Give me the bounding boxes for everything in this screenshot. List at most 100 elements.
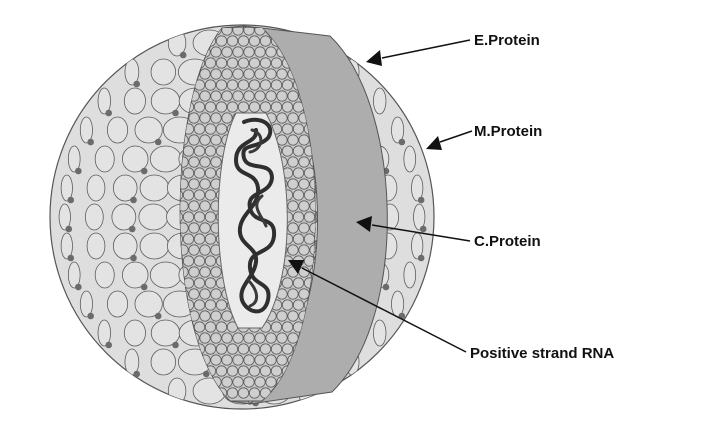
m-protein-knob [75, 168, 82, 175]
m-protein-knob [133, 81, 140, 88]
capsid-bead [200, 289, 210, 299]
capsid-bead [288, 179, 298, 189]
capsid-bead [282, 322, 292, 332]
capsid-bead [222, 69, 232, 79]
m-protein-knob [420, 226, 427, 233]
capsid-bead [249, 102, 259, 112]
capsid-bead [183, 256, 193, 266]
capsid-bead [233, 91, 243, 101]
capsid-bead [189, 135, 199, 145]
capsid-bead [194, 190, 204, 200]
m-protein-knob [203, 371, 210, 378]
capsid-bead [266, 91, 276, 101]
m-protein-knob [418, 197, 425, 204]
capsid-bead [183, 190, 193, 200]
envelope-scale [124, 320, 145, 346]
capsid-bead [293, 278, 303, 288]
capsid-bead [293, 300, 303, 310]
m-protein-knob [155, 139, 162, 146]
capsid-bead [249, 80, 259, 90]
capsid-bead [299, 179, 309, 189]
capsid-bead [227, 58, 237, 68]
capsid-bead [216, 36, 226, 46]
capsid-bead [222, 311, 232, 321]
capsid-bead [238, 36, 248, 46]
capsid-bead [304, 212, 314, 222]
capsid-bead [249, 344, 259, 354]
m-protein-knob [65, 226, 72, 233]
envelope-scale [140, 175, 169, 201]
capsid-bead [244, 355, 254, 365]
capsid-bead [271, 344, 281, 354]
capsid-bead [205, 256, 215, 266]
envelope-scale [107, 291, 127, 317]
m-protein-knob [129, 226, 136, 233]
capsid-bead [200, 311, 210, 321]
capsid-bead [282, 102, 292, 112]
capsid-bead [211, 69, 221, 79]
capsid-bead [205, 146, 215, 156]
capsid-bead [271, 80, 281, 90]
capsid-bead [238, 58, 248, 68]
envelope-scale [373, 88, 386, 114]
capsid-bead [266, 333, 276, 343]
capsid-bead [216, 80, 226, 90]
capsid-bead [282, 146, 292, 156]
capsid-bead [205, 190, 215, 200]
m-protein-knob [141, 284, 148, 291]
capsid-bead [211, 47, 221, 57]
capsid-bead [189, 113, 199, 123]
capsid-bead [282, 80, 292, 90]
capsid-bead [200, 267, 210, 277]
capsid-bead [194, 300, 204, 310]
capsid-bead [194, 278, 204, 288]
capsid-bead [211, 113, 221, 123]
capsid-bead [288, 311, 298, 321]
capsid-bead [277, 113, 287, 123]
capsid-bead [200, 333, 210, 343]
capsid-bead [233, 355, 243, 365]
m-protein-knob [383, 284, 390, 291]
capsid-bead [211, 135, 221, 145]
envelope-scale [87, 233, 105, 259]
envelope-scale [107, 117, 127, 143]
capsid-bead [211, 157, 221, 167]
envelope-scale [140, 233, 169, 259]
capsid-bead [216, 58, 226, 68]
capsid-bead [277, 355, 287, 365]
capsid-bead [321, 25, 331, 35]
capsid-bead [222, 113, 232, 123]
envelope-scale [150, 146, 181, 172]
capsid-bead [260, 36, 270, 46]
capsid-bead [277, 69, 287, 79]
capsid-bead [222, 333, 232, 343]
capsid-bead [293, 234, 303, 244]
capsid-bead [200, 201, 210, 211]
m-protein-knob [172, 342, 179, 349]
capsid-bead [299, 157, 309, 167]
envelope-scale [404, 262, 416, 288]
capsid-bead [304, 234, 314, 244]
capsid-bead [293, 190, 303, 200]
capsid-bead [293, 124, 303, 134]
e-protein-leader [382, 40, 470, 58]
capsid-bead [266, 377, 276, 387]
capsid-bead [211, 91, 221, 101]
capsid-bead [238, 102, 248, 112]
envelope-scale [150, 262, 181, 288]
capsid-bead [249, 36, 259, 46]
capsid-bead [189, 201, 199, 211]
m-protein-knob [130, 197, 137, 204]
capsid-bead [227, 36, 237, 46]
capsid-bead [277, 333, 287, 343]
capsid-bead [205, 322, 215, 332]
m-protein-knob [105, 342, 112, 349]
capsid-bead [227, 344, 237, 354]
capsid-bead [260, 58, 270, 68]
capsid-bead [222, 47, 232, 57]
capsid-bead [244, 333, 254, 343]
capsid-bead [299, 135, 309, 145]
capsid-bead [255, 377, 265, 387]
